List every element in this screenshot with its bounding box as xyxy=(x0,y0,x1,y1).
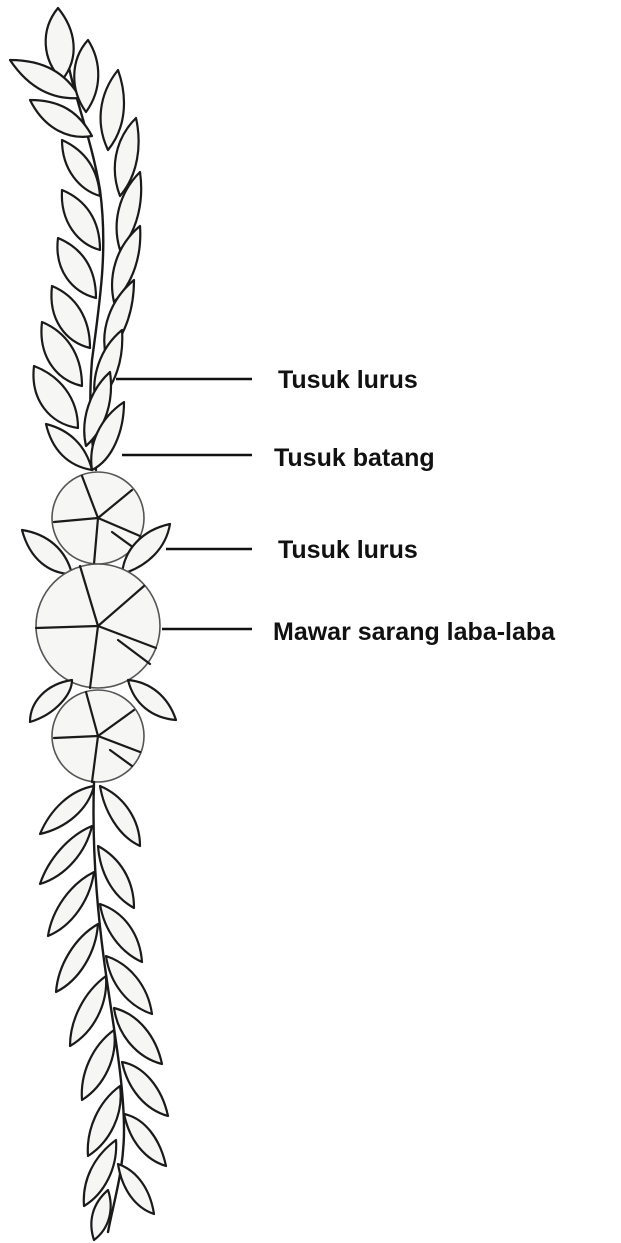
leaf xyxy=(40,826,92,884)
leaf xyxy=(100,786,140,846)
leaf xyxy=(98,846,134,908)
lower-leaf-group xyxy=(40,786,168,1240)
label-stem-stitch: Tusuk batang xyxy=(274,444,435,472)
leaf xyxy=(118,1164,154,1214)
leaf xyxy=(62,190,100,250)
label-straight-stitch-top: Tusuk lurus xyxy=(278,366,418,394)
leaf xyxy=(124,1114,166,1166)
leaf xyxy=(40,786,94,834)
middle-rose xyxy=(36,564,160,688)
leaf xyxy=(114,1008,162,1064)
leaf xyxy=(82,1030,115,1100)
leaf xyxy=(70,976,106,1046)
bottom-rose xyxy=(52,690,144,782)
label-spider-web-rose: Mawar sarang laba-laba xyxy=(273,618,556,646)
leaf xyxy=(48,872,94,936)
leaf xyxy=(122,1062,168,1116)
label-straight-stitch-side: Tusuk lurus xyxy=(278,536,418,564)
leaf xyxy=(100,904,142,962)
leaf xyxy=(62,140,100,196)
leaf xyxy=(106,956,152,1014)
upper-leaf-group xyxy=(10,8,141,470)
leaf xyxy=(56,924,98,992)
